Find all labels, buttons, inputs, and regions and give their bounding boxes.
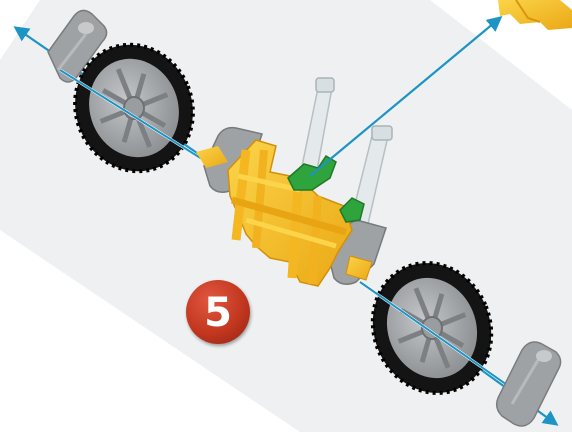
- yellow-connector-frame: [196, 139, 373, 287]
- wheel-right: [370, 261, 494, 395]
- green-connector-right: [339, 197, 365, 223]
- gray-spacer-top-left: [47, 9, 108, 83]
- gray-spacer-bottom-right: [495, 341, 562, 427]
- connector-arrow-up: [309, 16, 503, 177]
- step-number-badge: 5: [186, 280, 250, 344]
- clear-rod-back: [299, 77, 335, 177]
- yellow-connector-partial: [498, 0, 572, 30]
- wheel-left: [73, 42, 195, 174]
- step-number: 5: [204, 290, 232, 336]
